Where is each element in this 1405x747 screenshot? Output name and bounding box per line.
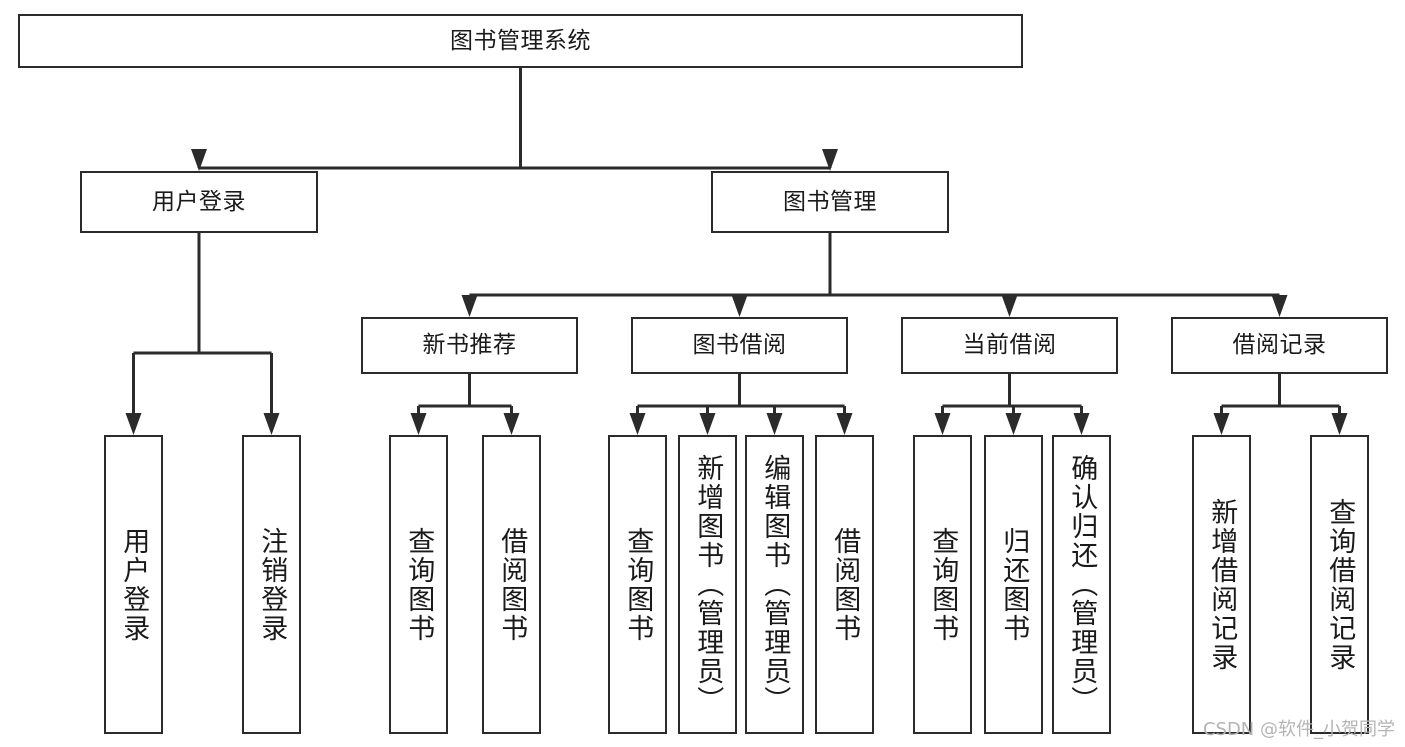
node-current[interactable]: 当前借阅 bbox=[901, 317, 1118, 374]
node-label: 编辑图书（管理员） bbox=[759, 454, 791, 715]
node-n_borrow[interactable]: 借阅图书 bbox=[482, 435, 541, 734]
connector-arrowhead bbox=[934, 413, 951, 435]
node-b_query[interactable]: 查询图书 bbox=[608, 435, 667, 734]
node-borrow[interactable]: 图书借阅 bbox=[631, 317, 848, 374]
connector-arrowhead bbox=[1271, 295, 1288, 317]
connector-arrowhead bbox=[1001, 295, 1018, 317]
node-r_query[interactable]: 查询借阅记录 bbox=[1310, 435, 1369, 734]
node-label: 图书借阅 bbox=[692, 332, 787, 359]
node-b_borrow[interactable]: 借阅图书 bbox=[815, 435, 874, 734]
node-label: 新增图书（管理员） bbox=[692, 454, 724, 715]
connector-arrowhead bbox=[822, 149, 838, 171]
node-label: 查询借阅记录 bbox=[1324, 497, 1356, 672]
node-label: 借阅记录 bbox=[1232, 332, 1327, 359]
node-label: 用户登录 bbox=[152, 188, 246, 215]
connector-arrowhead bbox=[1073, 413, 1090, 435]
connector-arrowhead bbox=[1331, 413, 1348, 435]
node-c_confirm[interactable]: 确认归还（管理员） bbox=[1052, 435, 1111, 734]
connector-arrowhead bbox=[191, 149, 207, 171]
node-l_logout[interactable]: 注销登录 bbox=[242, 435, 301, 734]
connector-arrowhead bbox=[461, 295, 478, 317]
node-label: 查询图书 bbox=[403, 526, 435, 643]
connector-arrowhead bbox=[263, 413, 280, 435]
node-login[interactable]: 用户登录 bbox=[80, 171, 318, 233]
node-b_edit[interactable]: 编辑图书（管理员） bbox=[745, 435, 804, 734]
node-root[interactable]: 图书管理系统 bbox=[18, 14, 1023, 68]
node-label: 归还图书 bbox=[998, 526, 1030, 643]
connector-arrowhead bbox=[503, 413, 520, 435]
node-c_return[interactable]: 归还图书 bbox=[984, 435, 1043, 734]
node-label: 用户登录 bbox=[118, 526, 150, 643]
node-records[interactable]: 借阅记录 bbox=[1171, 317, 1388, 374]
connector-arrowhead bbox=[1213, 413, 1230, 435]
connector-arrowhead bbox=[766, 413, 783, 435]
node-label: 查询图书 bbox=[927, 526, 959, 643]
node-b_add[interactable]: 新增图书（管理员） bbox=[678, 435, 737, 734]
node-label: 图书管理系统 bbox=[450, 27, 591, 54]
node-label: 当前借阅 bbox=[962, 332, 1057, 359]
node-l_login[interactable]: 用户登录 bbox=[104, 435, 163, 734]
node-newbook[interactable]: 新书推荐 bbox=[361, 317, 578, 374]
node-label: 图书管理 bbox=[783, 188, 877, 215]
node-label: 新书推荐 bbox=[422, 332, 517, 359]
node-r_add[interactable]: 新增借阅记录 bbox=[1192, 435, 1251, 734]
connector-arrowhead bbox=[1005, 413, 1022, 435]
node-c_query[interactable]: 查询图书 bbox=[913, 435, 972, 734]
connector-arrowhead bbox=[836, 413, 853, 435]
node-label: 借阅图书 bbox=[829, 526, 861, 643]
node-label: 新增借阅记录 bbox=[1206, 497, 1238, 672]
connector-arrowhead bbox=[410, 413, 427, 435]
connector-arrowhead bbox=[125, 413, 142, 435]
connector-arrowhead bbox=[699, 413, 716, 435]
node-label: 确认归还（管理员） bbox=[1066, 454, 1098, 715]
connector-arrowhead bbox=[731, 295, 748, 317]
node-label: 查询图书 bbox=[622, 526, 654, 643]
node-n_query[interactable]: 查询图书 bbox=[389, 435, 448, 734]
node-label: 借阅图书 bbox=[496, 526, 528, 643]
connector-arrowhead bbox=[629, 413, 646, 435]
node-bookmgmt[interactable]: 图书管理 bbox=[711, 171, 949, 233]
node-label: 注销登录 bbox=[256, 526, 288, 643]
